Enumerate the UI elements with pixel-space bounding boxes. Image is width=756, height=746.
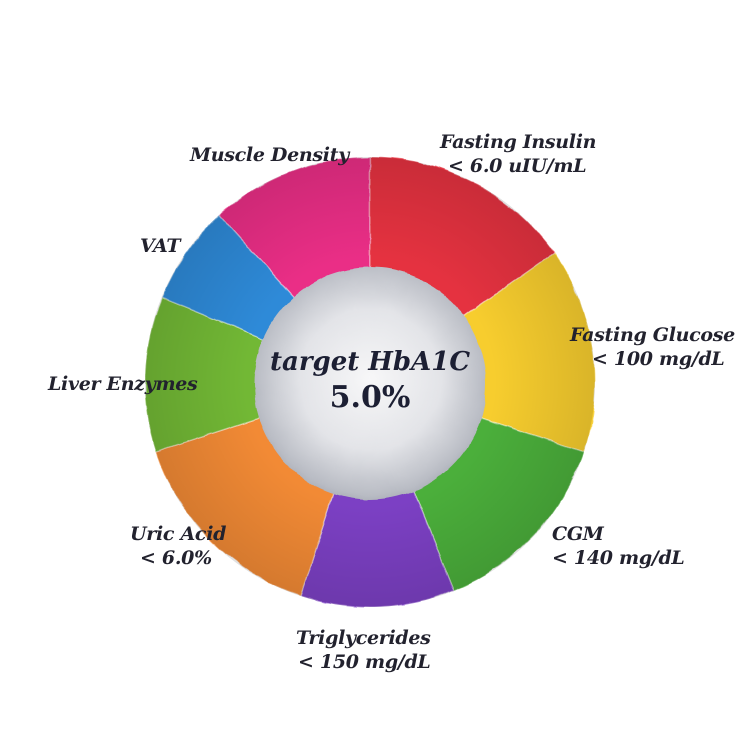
label-vat: VAT [140,234,181,258]
triglycerides-name: Triglycerides [296,627,431,649]
uric-acid-name: Uric Acid [130,523,227,545]
center-value: 5.0% [329,380,411,415]
fasting-glucose-name: Fasting Glucose [570,324,735,346]
cgm-name: CGM [552,523,604,545]
center-target: target HbA1C 5.0% [255,345,485,417]
label-cgm: CGM < 140 mg/dL [552,522,685,570]
label-muscle-density: Muscle Density [190,143,349,167]
label-triglycerides: Triglycerides < 150 mg/dL [296,626,431,674]
fasting-glucose-target: < 100 mg/dL [592,348,725,370]
center-circle [254,268,486,500]
uric-acid-target: < 6.0% [140,547,212,569]
label-fasting-insulin: Fasting Insulin < 6.0 uIU/mL [440,130,596,178]
vat-name: VAT [140,235,181,257]
liver-enzymes-name: Liver Enzymes [48,373,198,395]
label-uric-acid: Uric Acid < 6.0% [130,522,226,570]
fasting-insulin-name: Fasting Insulin [440,131,597,153]
muscle-density-name: Muscle Density [190,144,349,166]
center-title: target HbA1C [269,347,471,377]
triglycerides-target: < 150 mg/dL [298,651,431,673]
cgm-target: < 140 mg/dL [552,547,685,569]
label-fasting-glucose: Fasting Glucose < 100 mg/dL [570,323,735,371]
label-liver-enzymes: Liver Enzymes [48,372,198,396]
fasting-insulin-target: < 6.0 uIU/mL [448,155,587,177]
